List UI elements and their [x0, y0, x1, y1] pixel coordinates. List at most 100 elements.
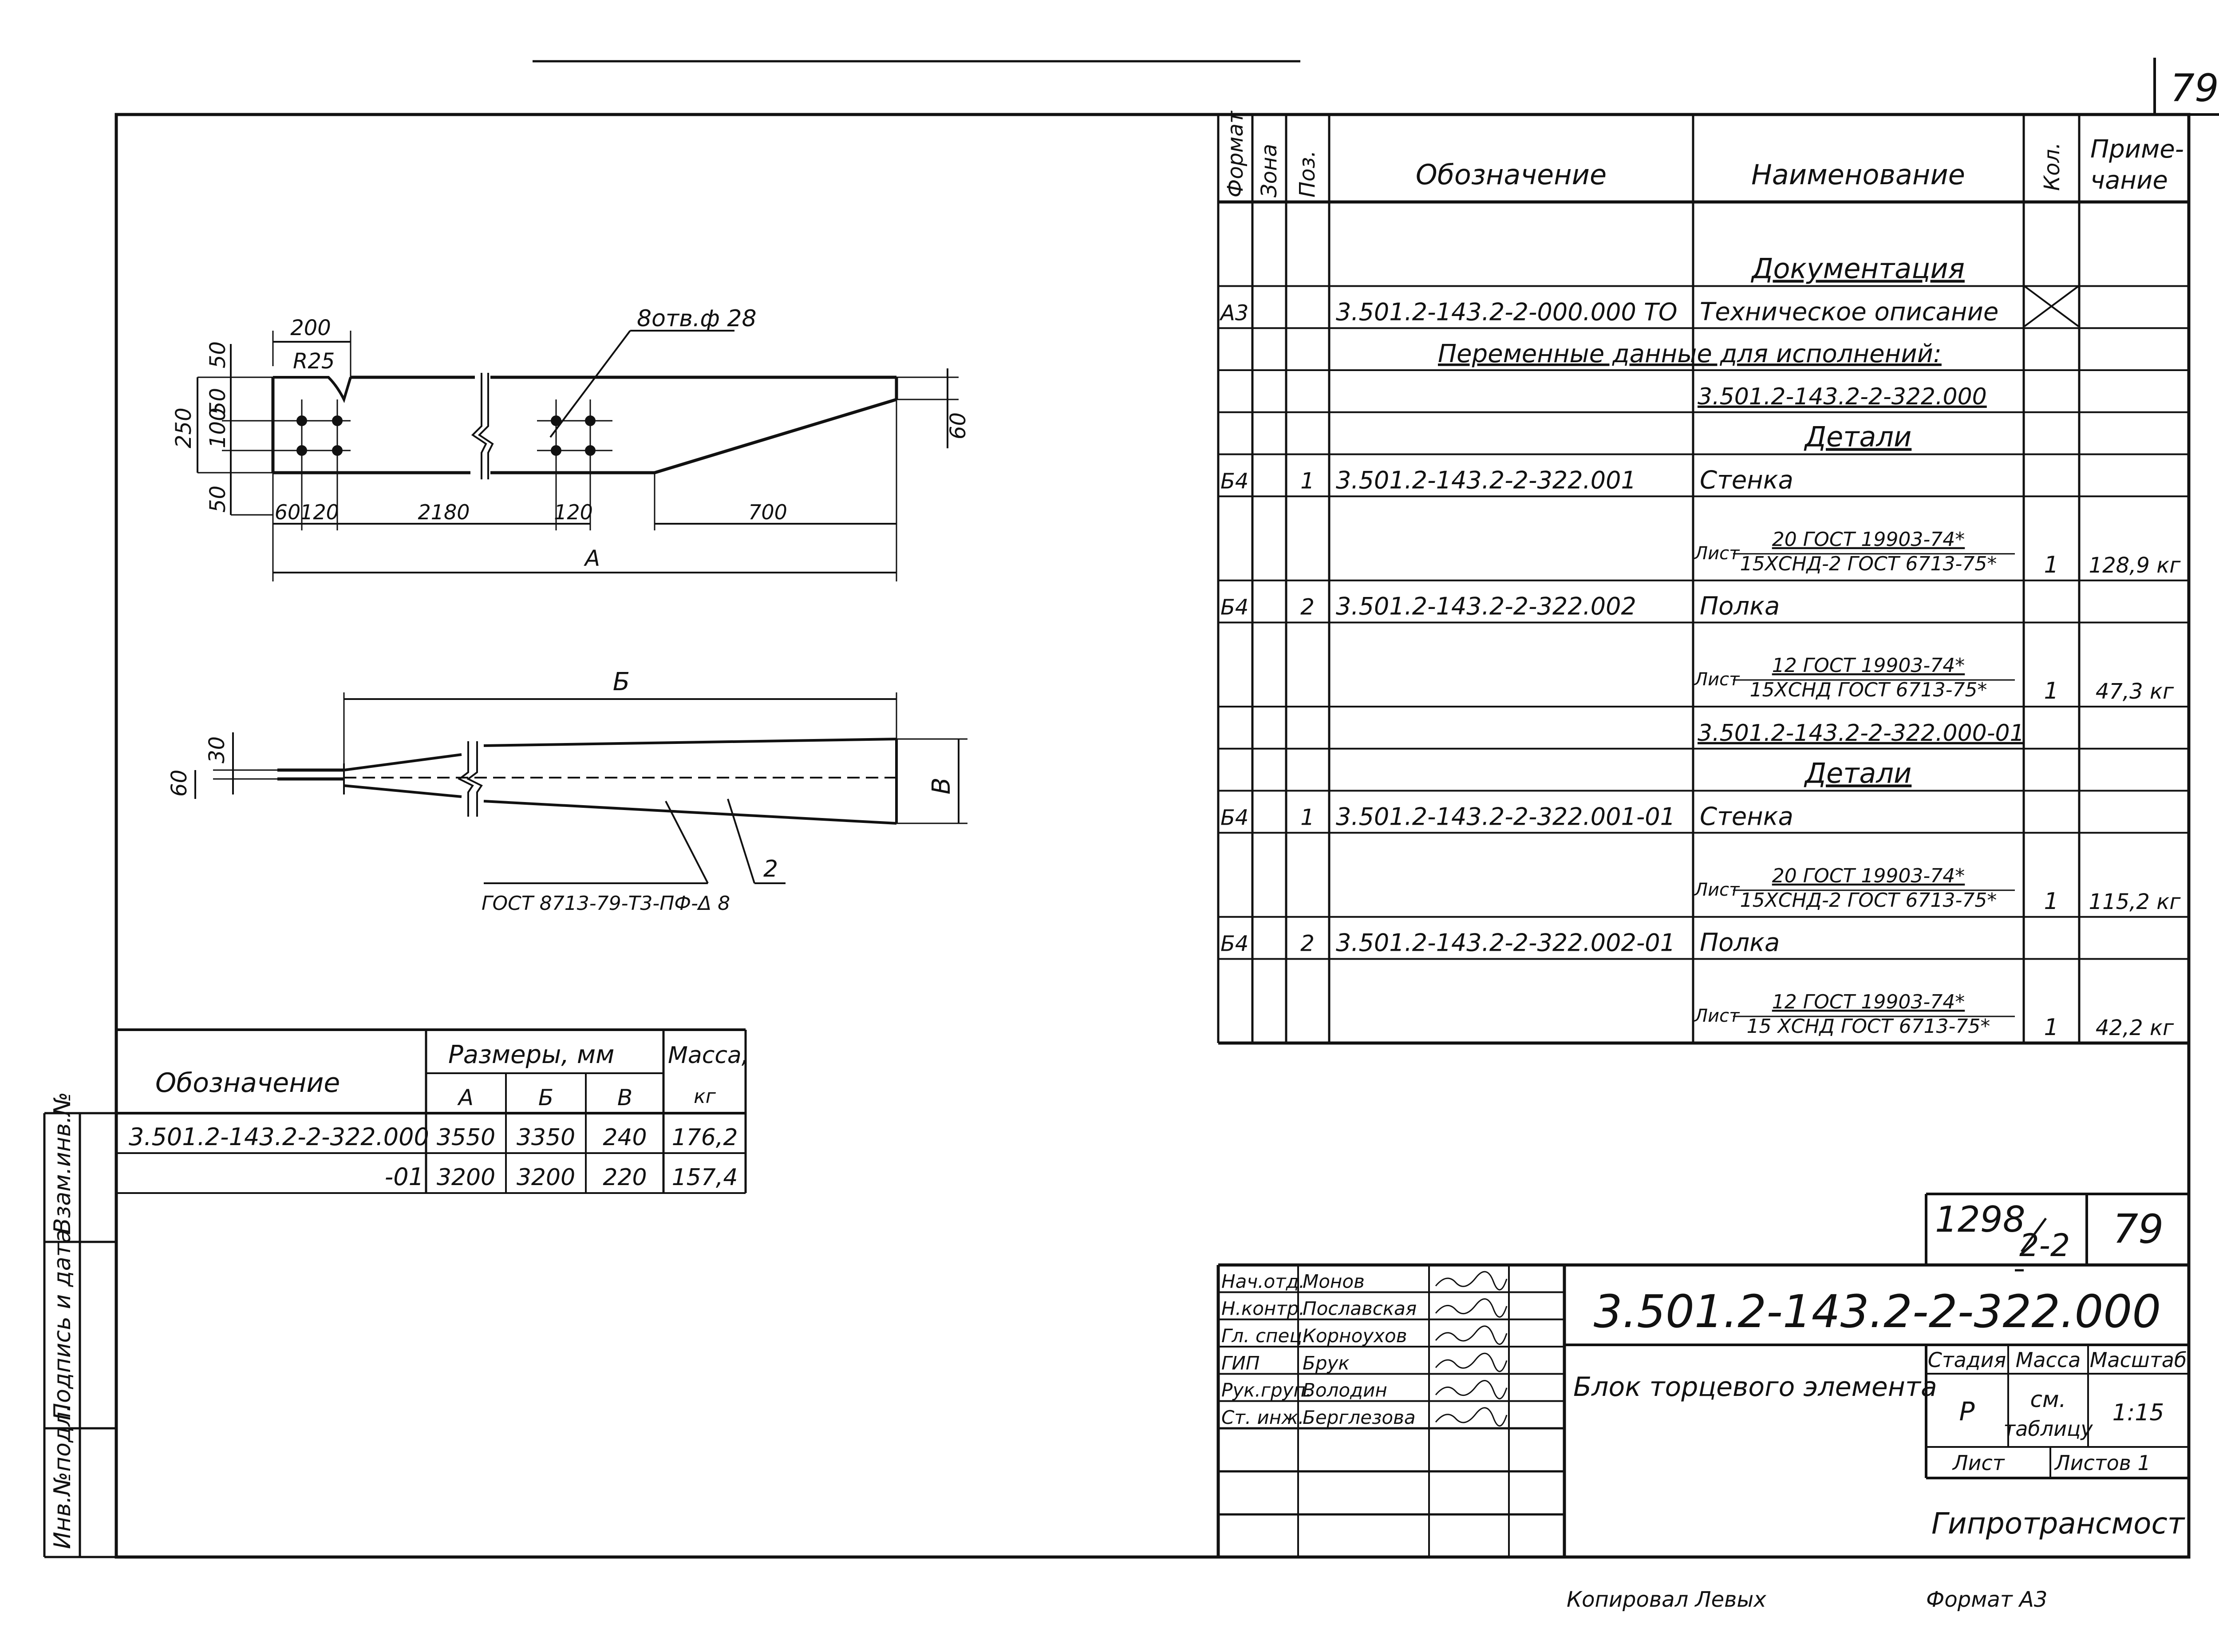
dim-200: 200	[290, 316, 331, 340]
size-row-2-b: 3200	[517, 1164, 575, 1191]
title-block	[1216, 1193, 2189, 1557]
signature-mark	[1435, 1298, 1508, 1318]
spec-row-note: 115,2 кг	[2089, 889, 2181, 914]
size-row-1-mass: 176,2	[672, 1124, 738, 1151]
mass-header: Масса	[2016, 1348, 2081, 1372]
size-table-h-designation: Обозначение	[155, 1067, 340, 1099]
spec-row-material-bottom: 15ХСНД-2 ГОСТ 6713-75*	[1740, 553, 1997, 575]
title-block-person-name: Брук	[1303, 1352, 1350, 1374]
spec-header-zone: Зона	[1257, 144, 1282, 198]
spec-row-format: Б4	[1220, 469, 1248, 494]
spec-row-variant-code: 3.501.2-143.2-2-322.000-01	[1698, 720, 2025, 747]
spec-header-qty: Кол.	[2040, 142, 2065, 191]
page-number: 79	[2170, 66, 2219, 111]
size-table-h-mass-2: кг	[694, 1085, 716, 1108]
album-number-sub: 2-2	[2019, 1227, 2070, 1264]
spec-row-name: Полка	[1700, 929, 1780, 957]
spec-row-format: А3	[1219, 300, 1248, 325]
position-2-label: 2	[763, 856, 778, 882]
stage-header: Стадия	[1928, 1348, 2006, 1372]
spec-row-name: Полка	[1700, 592, 1780, 621]
size-table-h-mass-1: Масса,	[668, 1042, 749, 1069]
sheet-header: Лист	[1952, 1451, 2005, 1475]
margin-podpis: Подпись и дата	[49, 1229, 76, 1420]
spec-row-designation: 3.501.2-143.2-2-322.002	[1336, 593, 1636, 620]
spec-row-material-top: 20 ГОСТ 19903-74*	[1772, 865, 1965, 887]
spec-row-pos: 2	[1300, 931, 1315, 956]
spec-row-material-prefix: Лист	[1694, 1006, 1740, 1026]
title-block-person-name: Володин	[1303, 1379, 1387, 1401]
side-view-drawing	[194, 692, 967, 884]
dim-60-right: 60	[946, 412, 971, 439]
title-block-role: Рук.груп.	[1221, 1379, 1311, 1401]
spec-row-material-prefix: Лист	[1694, 880, 1740, 900]
title-block-role: Гл. спец.	[1221, 1325, 1308, 1347]
spec-row-material-bottom: 15ХСНД ГОСТ 6713-75*	[1750, 679, 1987, 701]
spec-row-designation: 3.501.2-143.2-2-322.001-01	[1336, 802, 1675, 830]
scale-value: 1:15	[2112, 1399, 2164, 1426]
spec-row-name: Стенка	[1700, 802, 1793, 831]
title-block-role: ГИП	[1221, 1352, 1260, 1374]
dim-60-side: 60	[167, 770, 192, 797]
dim-a: А	[584, 545, 600, 571]
spec-row-note: 128,9 кг	[2089, 553, 2181, 578]
left-margin-strip	[43, 1112, 116, 1558]
album-number: 1298	[1935, 1199, 2026, 1240]
title-block-person-name: Пославская	[1303, 1298, 1417, 1320]
size-table-h-sizes: Размеры, мм	[448, 1040, 614, 1069]
title-block-person-name: Корноухов	[1303, 1325, 1407, 1347]
organization-name: Гипротрансмост	[1931, 1506, 2186, 1541]
spec-header-note-1: Приме-	[2090, 135, 2184, 164]
spec-header-designation: Обозначение	[1416, 158, 1607, 191]
margin-vzam: Взам.инв.№	[49, 1092, 76, 1234]
spec-row-pos: 1	[1300, 804, 1315, 830]
dim-120-left: 120	[300, 500, 339, 524]
signature-mark	[1435, 1271, 1508, 1291]
spec-row-material-prefix: Лист	[1694, 669, 1740, 690]
size-row-2-designation: -01	[385, 1163, 424, 1191]
size-row-2-mass: 157,4	[672, 1164, 738, 1191]
spec-row-format: Б4	[1220, 805, 1248, 830]
spec-row-material-prefix: Лист	[1694, 543, 1740, 564]
copied-by: Копировал Левых	[1567, 1587, 1766, 1612]
title-block-person-name: Монов	[1303, 1270, 1365, 1292]
dim-250: 250	[171, 407, 196, 448]
signature-mark	[1435, 1352, 1508, 1372]
dim-30: 30	[205, 736, 229, 763]
size-row-1-b: 3350	[517, 1124, 575, 1151]
specification-table: Формат Зона Поз. Обозначение Наименовани…	[1217, 110, 2189, 1045]
sheet-page-number: 79	[2113, 1206, 2164, 1253]
spec-row-note: 47,3 кг	[2096, 679, 2174, 704]
size-table-h-v: В	[617, 1085, 632, 1111]
spec-row-designation: 3.501.2-143.2-2-322.002-01	[1336, 929, 1675, 957]
sheets-header: Листов 1	[2054, 1451, 2151, 1475]
spec-row-material-bottom: 15 ХСНД ГОСТ 6713-75*	[1747, 1015, 1990, 1038]
spec-row-pos: 1	[1300, 468, 1315, 494]
title-block-role: Н.контр.	[1221, 1298, 1305, 1320]
spec-row-pos: 2	[1300, 594, 1315, 620]
title-block-role: Нач.отд.	[1221, 1270, 1305, 1292]
dim-50-top: 50	[205, 341, 230, 368]
size-row-1-designation: 3.501.2-143.2-2-322.000	[129, 1123, 429, 1151]
spec-row-material-top: 20 ГОСТ 19903-74*	[1772, 528, 1965, 551]
scale-header: Масштаб	[2090, 1348, 2187, 1372]
spec-row-format: Б4	[1220, 595, 1248, 620]
signature-mark	[1435, 1379, 1508, 1399]
spec-row-material-top: 12 ГОСТ 19903-74*	[1772, 991, 1965, 1013]
spec-row-qty: 1	[2044, 552, 2058, 578]
margin-inv-podl: Инв.№подл.	[49, 1404, 76, 1549]
spec-row-name: Стенка	[1700, 466, 1793, 494]
signature-mark	[1435, 1325, 1508, 1345]
spec-row-qty: 1	[2044, 888, 2058, 915]
size-row-1-v: 240	[603, 1124, 647, 1151]
stage-value: Р	[1959, 1396, 1975, 1427]
dim-700: 700	[748, 500, 787, 524]
size-table	[116, 1028, 747, 1194]
spec-row-qty: 1	[2044, 678, 2058, 704]
spec-section-title: Детали	[1804, 421, 1912, 453]
signature-mark	[1435, 1407, 1508, 1427]
dim-50-bottom: 50	[205, 486, 230, 513]
dim-2180: 2180	[418, 500, 470, 524]
spec-row-material-bottom: 15ХСНД-2 ГОСТ 6713-75*	[1740, 889, 1997, 912]
